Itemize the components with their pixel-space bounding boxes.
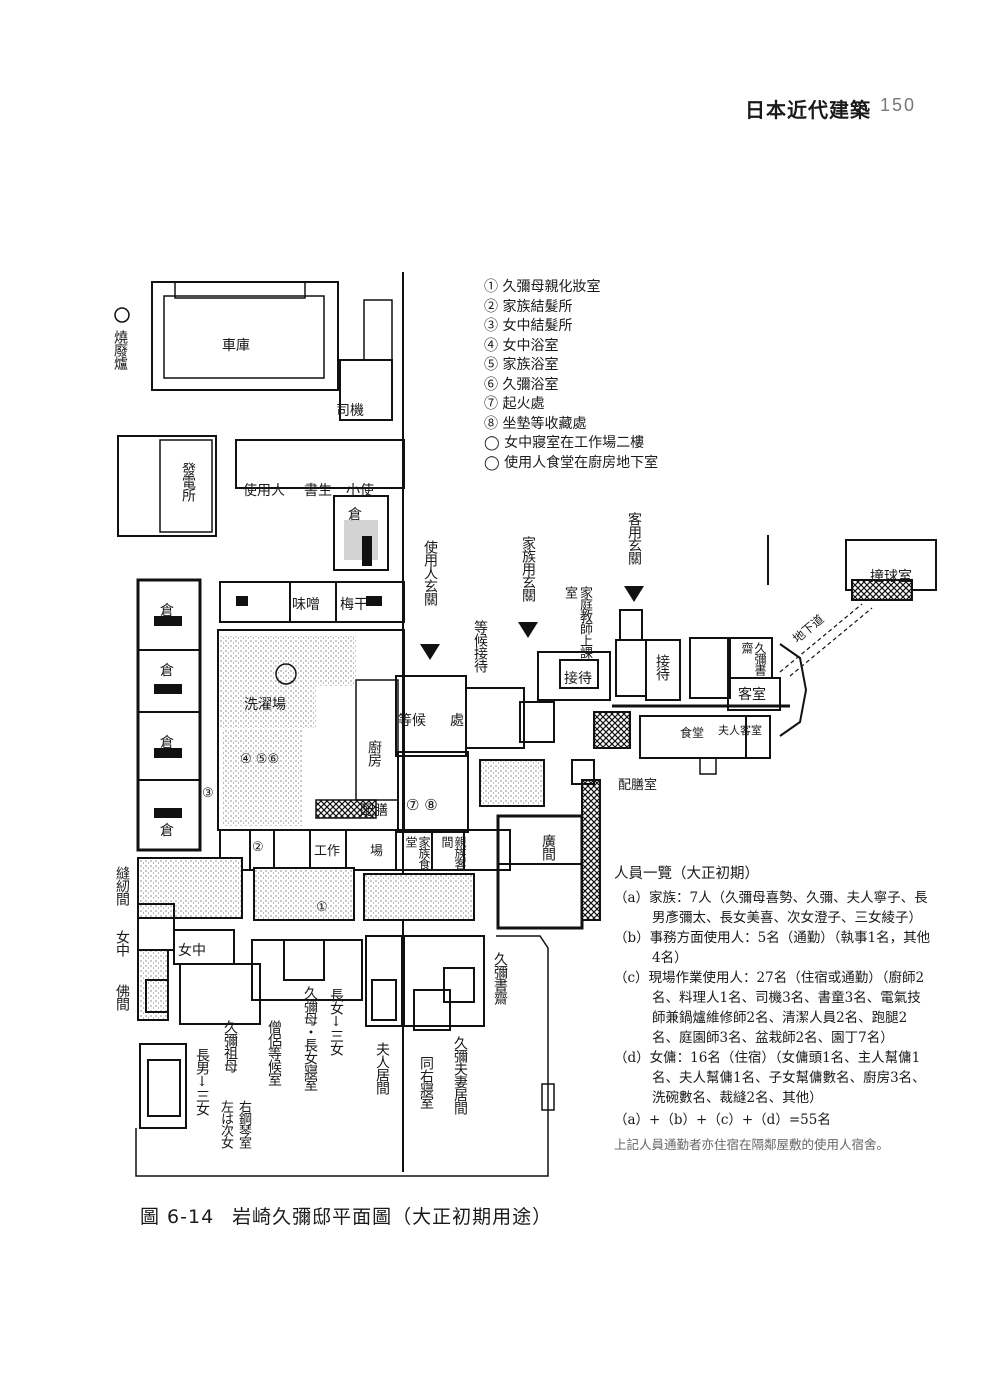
legend-item: ④ 女中浴室	[484, 337, 559, 354]
eldest-son-label: 長男↓三女	[194, 1048, 210, 1115]
secretary-label: 書生	[304, 483, 332, 499]
kitchen-label: 廚房	[366, 740, 382, 766]
legend-item: ⑦ 起火處	[484, 396, 545, 412]
power-house-label: 發電所	[180, 462, 196, 501]
madam-guest-label: 夫人客室	[718, 724, 762, 737]
staff-list: 人員一覽（大正初期） （a）家族：7人（久彌母喜勢、久彌、夫人寧子、長男彥彌太、…	[614, 864, 934, 1154]
legend-item: ⑤ 家族浴室	[484, 357, 559, 373]
staff-item: （b）事務方面使用人：5名（通勤）（執事1名，其他4名）	[614, 930, 931, 966]
relatives-room-label: 親族客間	[440, 836, 467, 869]
miso-label: 味噌	[292, 597, 320, 613]
place-label: 處	[450, 713, 464, 729]
room-number-3: ③	[202, 786, 214, 801]
monk-waiting-label: 僧侶等候室	[266, 1020, 282, 1085]
field-label: 場	[370, 844, 384, 859]
sewing-room-label: 縫紉間	[114, 866, 130, 905]
staff-item: （d）女傭：16名（住宿）（女傭頭1名、主人幫傭1名、夫人幫傭1名、子女幫傭數名…	[614, 1050, 926, 1106]
staff-note: 上記人員通勤者亦住宿在隔鄰屋敷的使用人宿舍。	[614, 1137, 890, 1152]
right-piano-label: 右鋼琴室	[236, 1100, 251, 1148]
dining-label: 食堂	[680, 726, 705, 740]
family-dining-label: 家族食堂	[404, 836, 431, 869]
reception-label-2: 接待	[654, 654, 670, 680]
room-number-78: ⑦ ⑧	[406, 796, 438, 814]
maid-label-west: 女中	[114, 930, 130, 956]
madam-living-label: 夫人居間	[374, 1042, 390, 1094]
errand-label: 小使	[346, 483, 374, 499]
reception-label-1: 接待	[564, 671, 592, 687]
grandmother-label: 久彌祖母	[222, 1020, 238, 1072]
billiard-label: 撞球室	[870, 569, 912, 585]
storehouse-label-2: 倉	[160, 663, 174, 679]
figure-caption: 圖 6-14 岩崎久彌邸平面圖（大正初期用途）	[140, 1202, 570, 1229]
staff-total: （a）+（b）+（c）+（d）=55名	[614, 1112, 831, 1128]
legend-item: ⑥ 久彌浴室	[484, 376, 559, 393]
hisaya-study-west-label: 久彌書齋	[740, 642, 767, 675]
waiting-reception-label: 等候接待	[472, 620, 488, 672]
staff-title: 人員一覽（大正初期）	[614, 866, 759, 882]
laundry-label: 洗濯場	[244, 697, 286, 713]
tutor-classroom-label: 家庭教師上課室	[562, 586, 592, 658]
legend-item: ③ 女中結髮所	[484, 318, 573, 334]
workshop-label: 工作	[314, 844, 341, 859]
servants-entrance-label: 使用人玄關	[422, 540, 438, 605]
guest-entrance-label: 客用玄關	[626, 512, 642, 564]
legend-item: ◯ 使用人食堂在廚房地下室	[484, 454, 659, 471]
figure-title: 岩崎久彌邸平面圖（大正初期用途）	[232, 1206, 553, 1228]
storehouse-label-1: 倉	[160, 603, 174, 619]
eldest-daughter-label: 長女↓三女	[328, 988, 344, 1055]
guest-room-label: 客室	[738, 687, 766, 703]
room-number-1: ①	[316, 900, 328, 915]
legend-item: ◯ 女中寢室在工作場二樓	[484, 435, 645, 451]
storehouse-label-north: 倉	[348, 507, 362, 523]
incinerator-label: 燒廢爐	[112, 330, 128, 369]
room-numbers-456: ④ ⑤⑥	[240, 752, 280, 767]
hisaya-study-label: 久彌書齋	[492, 952, 508, 1004]
figure-number: 圖 6-14	[140, 1206, 215, 1228]
storehouse-label-3: 倉	[160, 735, 174, 751]
waiting-label: 等候	[398, 713, 426, 729]
serving-label: 配膳	[360, 803, 388, 819]
maid-label: 女中	[178, 943, 206, 959]
garage-label: 車庫	[222, 338, 250, 354]
servants-label: 使用人	[243, 483, 285, 499]
driver-label: 司機	[336, 403, 364, 419]
laundry-court	[220, 636, 316, 728]
same-bedroom-label: 同右寢室	[418, 1056, 434, 1108]
room-number-2: ②	[252, 840, 264, 855]
couple-living-label: 久彌夫妻居間	[452, 1036, 468, 1114]
page-number: 150	[880, 95, 917, 115]
plan-legend: ① 久彌母親化妝室 ② 家族結髮所 ③ 女中結髮所 ④ 女中浴室 ⑤ 家族浴室 …	[484, 278, 658, 473]
family-entrance-label: 家族用玄關	[520, 536, 536, 601]
legend-item: ② 家族結髮所	[484, 298, 573, 315]
mother-bedroom-label: 久彌母・長女寢室	[302, 986, 318, 1090]
power-house-block	[117, 435, 217, 537]
book-title: 日本近代建築	[745, 98, 871, 122]
buddhist-room-label: 佛間	[114, 984, 130, 1010]
umeboshi-label: 梅干	[340, 597, 368, 613]
left-second-daughter-label: 左は次女	[218, 1100, 233, 1148]
staff-item: （a）家族：7人（久彌母喜勢、久彌、夫人寧子、長男彥彌太、長女美喜、次女澄子、三…	[614, 890, 928, 926]
storehouse-label-4: 倉	[160, 823, 174, 839]
serving-room-label: 配膳室	[618, 778, 658, 793]
wide-hall-label: 廣間	[540, 834, 556, 860]
legend-item: ① 久彌母親化妝室	[484, 279, 601, 295]
legend-item: ⑧ 坐墊等收藏處	[484, 415, 587, 432]
staff-item: （c）現場作業使用人：27名（住宿或通勤）（廚師2名、料理人1名、司機3名、書童…	[614, 970, 925, 1046]
